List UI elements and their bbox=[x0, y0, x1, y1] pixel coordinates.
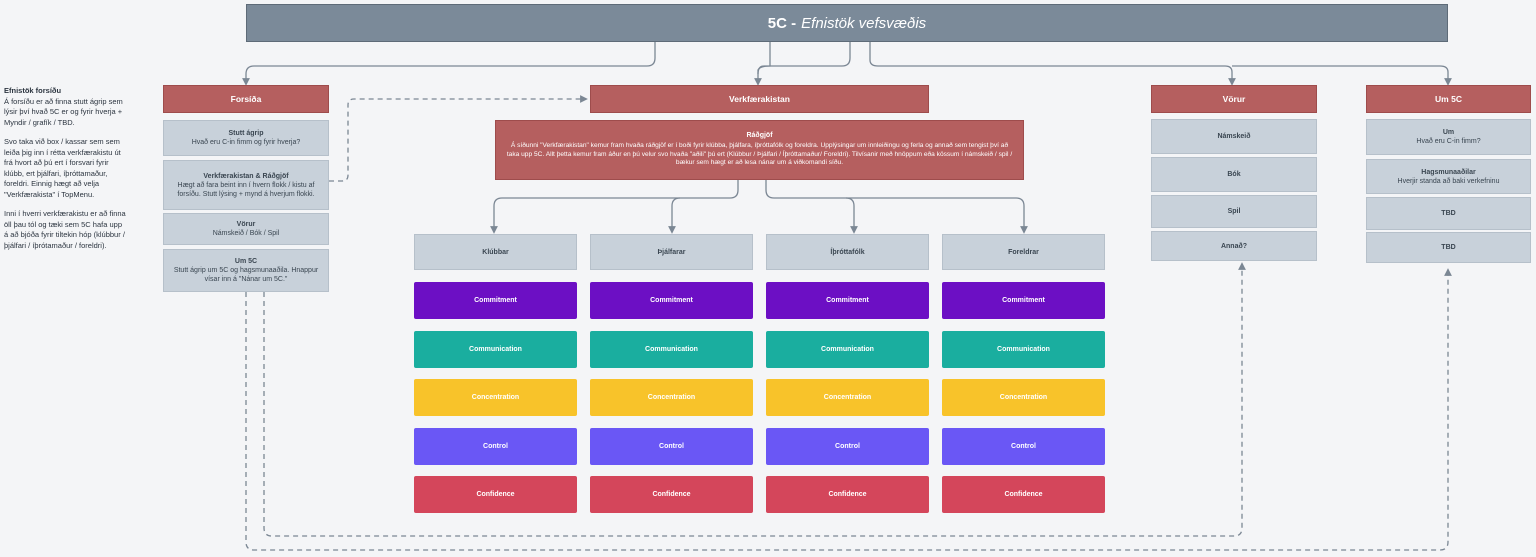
c-box-label: Concentration bbox=[647, 394, 696, 401]
column-label: Íþróttafólk bbox=[830, 248, 865, 256]
section-header-um-5c[interactable]: Um 5C bbox=[1366, 85, 1531, 113]
c-box-label: Communication bbox=[997, 346, 1050, 353]
um5c-card-tbd[interactable]: TBD bbox=[1366, 197, 1531, 230]
c-box-communication[interactable]: Communication bbox=[414, 331, 577, 368]
c-box-confidence[interactable]: Confidence bbox=[414, 476, 577, 513]
c-box-commitment[interactable]: Commitment bbox=[414, 282, 577, 319]
card-title: TBD bbox=[1441, 210, 1456, 217]
c-box-label: Commitment bbox=[1002, 297, 1045, 304]
forsida-card-vorur[interactable]: Vörur Námskeið / Bók / Spil bbox=[163, 213, 329, 245]
c-box-communication[interactable]: Communication bbox=[942, 331, 1105, 368]
c-box-concentration[interactable]: Concentration bbox=[942, 379, 1105, 416]
c-box-communication[interactable]: Communication bbox=[590, 331, 753, 368]
forsida-card-verkfaerakistan[interactable]: Verkfærakistan & Ráðgjöf Hægt að fara be… bbox=[163, 160, 329, 210]
um5c-card-hagsmunaadilar[interactable]: Hagsmunaaðilar Hverjir standa að baki ve… bbox=[1366, 159, 1531, 194]
vorur-card-bok[interactable]: Bók bbox=[1151, 157, 1317, 192]
c-box-communication[interactable]: Communication bbox=[766, 331, 929, 368]
c-box-label: Communication bbox=[821, 346, 874, 353]
c-box-control[interactable]: Control bbox=[766, 428, 929, 465]
vorur-card-namskeid[interactable]: Námskeið bbox=[1151, 119, 1317, 154]
card-title: Hagsmunaaðilar bbox=[1421, 168, 1476, 176]
card-title: TBD bbox=[1441, 244, 1456, 251]
radgjof-box[interactable]: Ráðgjöf Á síðunni "Verkfærakistan" kemur… bbox=[495, 120, 1024, 180]
card-text: Hægt að fara beint inn í hvern flokk / k… bbox=[177, 181, 315, 198]
title-bold: 5C - bbox=[767, 14, 797, 32]
card-title: Annað? bbox=[1220, 242, 1248, 250]
column-header-klubbar[interactable]: Klúbbar bbox=[414, 234, 577, 270]
section-header-vorur[interactable]: Vörur bbox=[1151, 85, 1317, 113]
card-text: Hvað eru C-in fimm og fyrir hverja? bbox=[191, 139, 301, 146]
c-box-concentration[interactable]: Concentration bbox=[766, 379, 929, 416]
c-box-confidence[interactable]: Confidence bbox=[766, 476, 929, 513]
forsida-card-um-5c[interactable]: Um 5C Stutt ágrip um 5C og hagsmunaaðila… bbox=[163, 249, 329, 292]
side-note-paragraph: Á forsíðu er að finna stutt ágrip sem lý… bbox=[4, 96, 123, 127]
c-box-commitment[interactable]: Commitment bbox=[766, 282, 929, 319]
c-box-label: Communication bbox=[645, 346, 698, 353]
c-box-commitment[interactable]: Commitment bbox=[590, 282, 753, 319]
c-box-confidence[interactable]: Confidence bbox=[590, 476, 753, 513]
c-box-label: Confidence bbox=[476, 491, 515, 498]
c-box-label: Concentration bbox=[999, 394, 1048, 401]
card-title: Verkfærakistan & Ráðgjöf bbox=[203, 172, 289, 180]
c-box-label: Control bbox=[659, 443, 684, 450]
side-note: Efnistök forsíðu Á forsíðu er að finna s… bbox=[4, 86, 126, 260]
c-box-commitment[interactable]: Commitment bbox=[942, 282, 1105, 319]
column-header-thjalfarar[interactable]: Þjálfarar bbox=[590, 234, 753, 270]
forsida-card-stutt-agrip[interactable]: Stutt ágrip Hvað eru C-in fimm og fyrir … bbox=[163, 120, 329, 156]
radgjof-title: Ráðgjöf bbox=[746, 132, 773, 140]
um5c-card-um[interactable]: Um Hvað eru C-in fimm? bbox=[1366, 119, 1531, 155]
section-header-forsida[interactable]: Forsíða bbox=[163, 85, 329, 113]
c-box-label: Communication bbox=[469, 346, 522, 353]
card-title: Bók bbox=[1227, 171, 1241, 178]
c-box-label: Concentration bbox=[471, 394, 520, 401]
column-header-ithrottafolk[interactable]: Íþróttafólk bbox=[766, 234, 929, 270]
c-box-control[interactable]: Control bbox=[942, 428, 1105, 465]
c-box-label: Confidence bbox=[1004, 491, 1043, 498]
c-box-label: Control bbox=[835, 443, 860, 450]
column-label: Þjálfarar bbox=[657, 248, 686, 256]
section-header-verkfaerakistan[interactable]: Verkfærakistan bbox=[590, 85, 929, 113]
column-label: Klúbbar bbox=[482, 248, 509, 256]
title-italic: Efnistök vefsvæðis bbox=[801, 14, 927, 32]
card-title: Námskeið bbox=[1217, 133, 1251, 140]
card-text: Hvað eru C-in fimm? bbox=[1416, 138, 1481, 145]
vorur-card-spil[interactable]: Spil bbox=[1151, 195, 1317, 228]
card-title: Stutt ágrip bbox=[228, 130, 264, 137]
side-note-paragraph: Inni í hverri verkfærakistu er að finna … bbox=[4, 209, 126, 250]
c-box-control[interactable]: Control bbox=[414, 428, 577, 465]
c-box-label: Confidence bbox=[652, 491, 691, 498]
um5c-card-tbd[interactable]: TBD bbox=[1366, 232, 1531, 263]
side-note-paragraph: Svo taka við box / kassar sem sem leiða … bbox=[4, 137, 121, 199]
vorur-card-annad[interactable]: Annað? bbox=[1151, 231, 1317, 261]
radgjof-text: Á síðunni "Verkfærakistan" kemur fram hv… bbox=[506, 141, 1013, 167]
card-title: Um bbox=[1442, 129, 1455, 136]
c-box-label: Confidence bbox=[828, 491, 867, 498]
c-box-confidence[interactable]: Confidence bbox=[942, 476, 1105, 513]
c-box-label: Control bbox=[483, 443, 508, 450]
column-header-foreldrar[interactable]: Foreldrar bbox=[942, 234, 1105, 270]
c-box-concentration[interactable]: Concentration bbox=[414, 379, 577, 416]
card-title: Um 5C bbox=[234, 258, 258, 265]
c-box-label: Commitment bbox=[474, 297, 517, 304]
c-box-label: Commitment bbox=[650, 297, 693, 304]
c-box-label: Commitment bbox=[826, 297, 869, 304]
column-label: Foreldrar bbox=[1008, 248, 1039, 256]
page-title: 5C - Efnistök vefsvæðis bbox=[246, 4, 1448, 42]
card-text: Hverjir standa að baki verkefninu bbox=[1397, 177, 1500, 185]
c-box-label: Control bbox=[1011, 443, 1036, 450]
card-text: Námskeið / Bók / Spil bbox=[212, 230, 280, 237]
card-title: Vörur bbox=[236, 221, 256, 228]
c-box-concentration[interactable]: Concentration bbox=[590, 379, 753, 416]
card-title: Spil bbox=[1227, 208, 1241, 215]
side-note-heading: Efnistök forsíðu bbox=[4, 86, 62, 95]
c-box-control[interactable]: Control bbox=[590, 428, 753, 465]
c-box-label: Concentration bbox=[823, 394, 872, 401]
card-text: Stutt ágrip um 5C og hagsmunaaðila. Hnap… bbox=[173, 267, 319, 283]
